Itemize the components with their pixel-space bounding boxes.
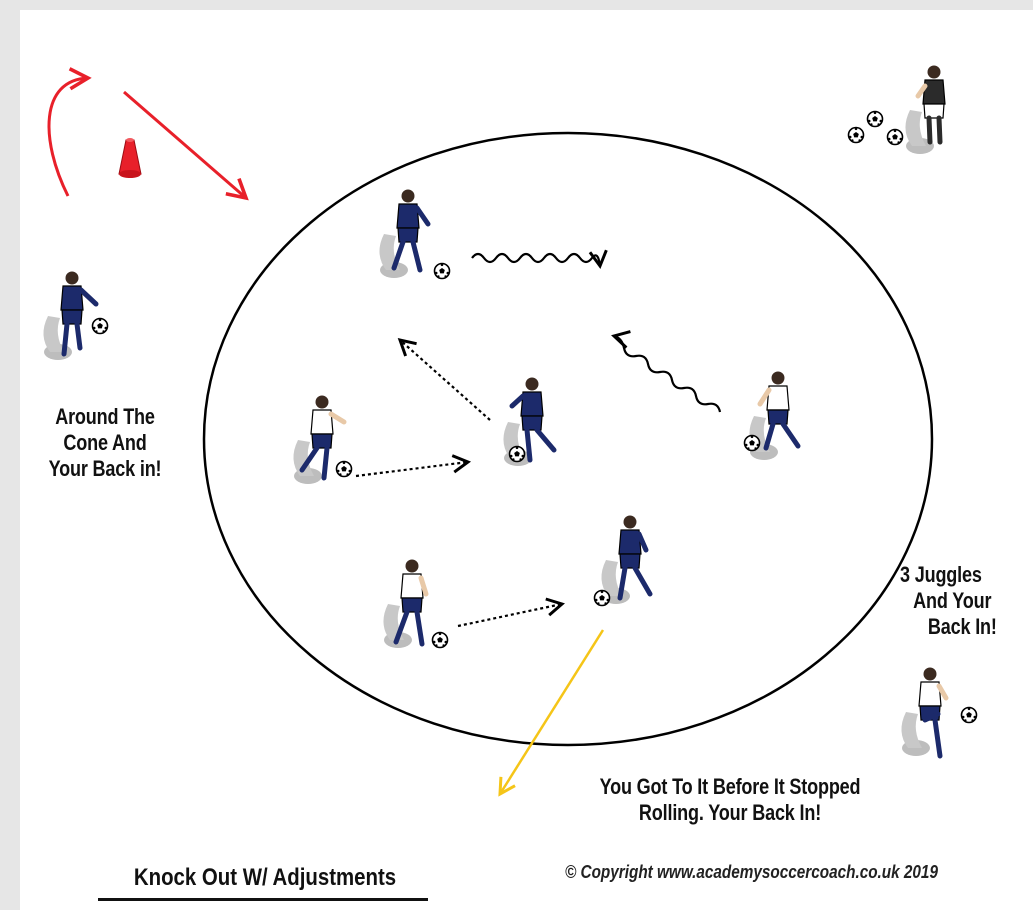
ball-icon — [508, 445, 526, 463]
player-icon — [601, 515, 653, 604]
frame-border-left — [0, 0, 20, 910]
note-line: And Your — [913, 588, 992, 613]
dribble-arrow-right — [611, 330, 722, 413]
note-line: Your Back in! — [48, 456, 162, 481]
note-line: Around The — [55, 404, 155, 429]
dashed-pass-arrow-diagonal — [397, 337, 491, 421]
dribble-arrow-top — [471, 249, 608, 270]
player-icon — [503, 377, 557, 466]
cone-icon — [118, 138, 142, 178]
playing-area-circle — [202, 131, 934, 747]
ball-icon — [886, 128, 904, 146]
note-line: You Got To It Before It Stopped — [599, 774, 861, 799]
red-straight-arrow — [123, 90, 249, 201]
player-icon — [293, 395, 347, 484]
red-curve-arrow — [47, 67, 92, 197]
frame-border-top — [0, 0, 1033, 10]
ball-icon — [960, 706, 978, 724]
ball-icon — [847, 126, 865, 144]
note-around-cone: Around The Cone And Your Back in! — [27, 404, 183, 482]
coach-icon — [905, 65, 946, 154]
note-line: 3 Juggles — [900, 562, 982, 587]
note-line: Rolling. Your Back In! — [638, 800, 822, 825]
ball-icon — [593, 589, 611, 607]
player-icon — [379, 189, 431, 278]
player-icon — [383, 559, 429, 648]
dashed-pass-arrow-center — [355, 454, 472, 478]
yellow-chase-arrow — [498, 629, 605, 797]
note-before-stopped: You Got To It Before It Stopped Rolling.… — [558, 774, 902, 826]
ball-icon — [433, 262, 451, 280]
player-icon — [901, 667, 949, 759]
ball-icon — [743, 434, 761, 452]
ball-icon — [335, 460, 353, 478]
player-icon — [749, 371, 801, 460]
copyright-notice: © Copyright www.academysoccercoach.co.uk… — [565, 862, 938, 882]
note-line: Cone And — [63, 430, 147, 455]
drill-title: Knock Out W/ Adjustments — [133, 864, 397, 891]
player-icon — [43, 271, 99, 360]
note-line: Back In! — [927, 614, 997, 639]
ball-icon — [91, 317, 109, 335]
title-underline — [98, 898, 428, 901]
dashed-pass-arrow-bottom — [457, 597, 565, 628]
ball-icon — [431, 631, 449, 649]
note-juggles: 3 Juggles And Your Back In! — [900, 562, 1033, 640]
ball-icon — [866, 110, 884, 128]
